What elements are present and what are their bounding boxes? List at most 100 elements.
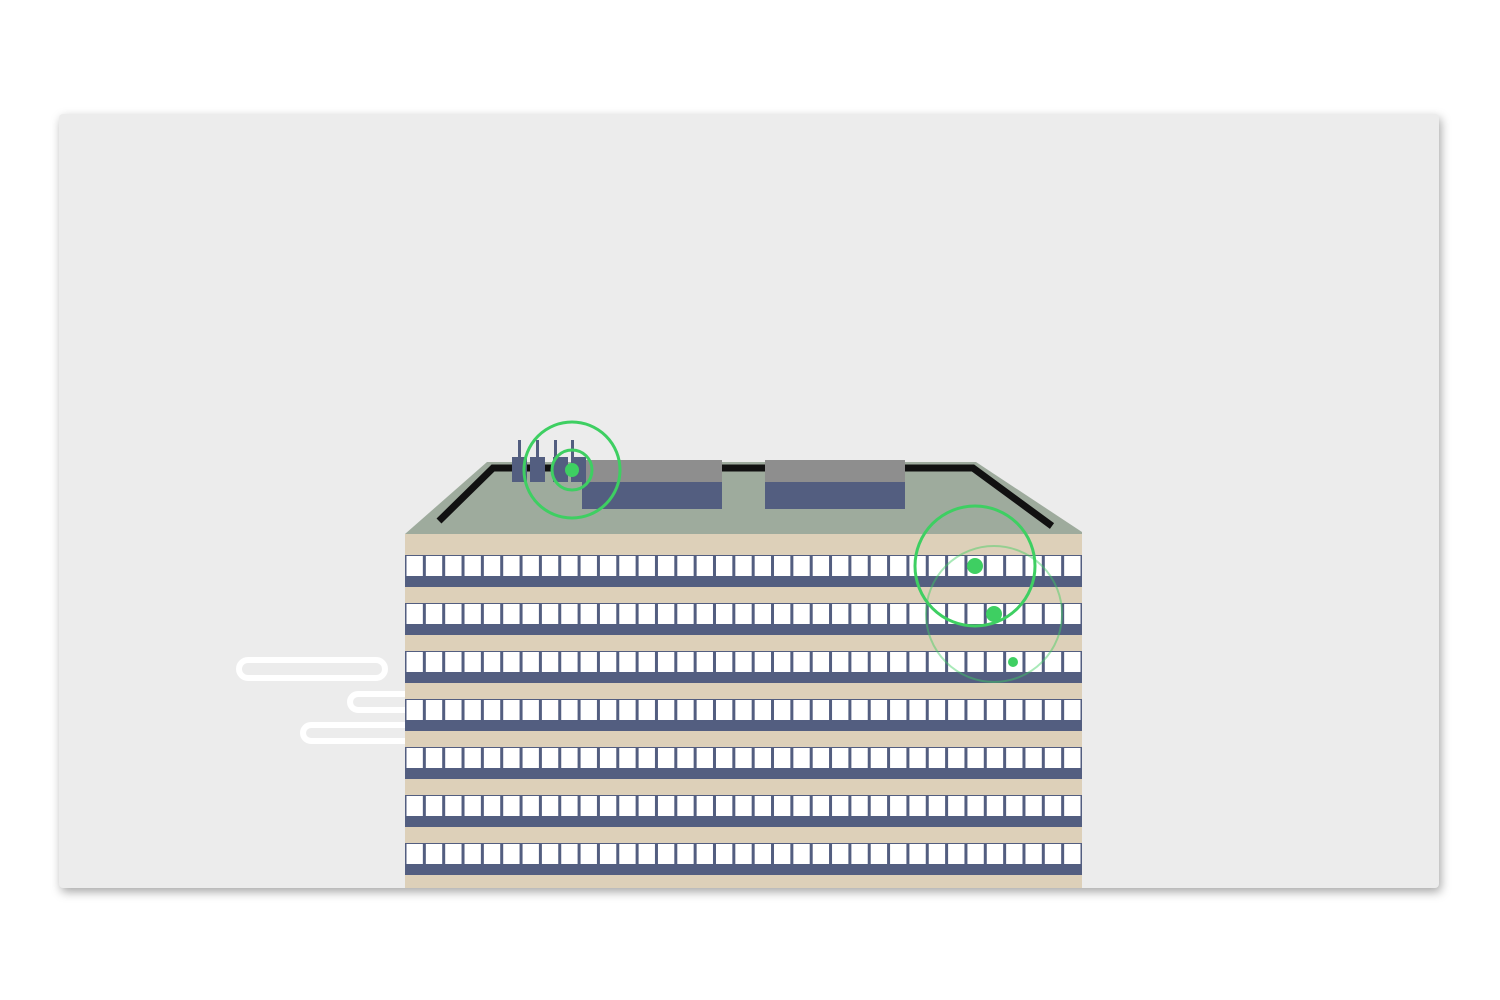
window [483,844,501,864]
window [774,748,791,768]
window [657,748,675,768]
window [715,604,733,624]
window [696,748,713,768]
window [832,700,849,720]
window [1044,652,1062,672]
window [890,700,907,720]
window [832,748,849,768]
window [774,604,791,624]
window [657,604,675,624]
window [793,844,810,864]
window [619,604,636,624]
window [735,700,752,720]
window [754,652,772,672]
window [619,748,636,768]
window [619,844,636,864]
window [870,604,888,624]
window [599,652,617,672]
window [1025,652,1042,672]
window [1006,796,1023,816]
floor-band [405,817,1082,827]
window [1006,748,1023,768]
window [754,796,772,816]
window [870,652,888,672]
window [1025,844,1042,864]
window [948,604,965,624]
window [541,652,559,672]
window [522,604,539,624]
window [445,796,462,816]
window [677,556,694,576]
window [909,604,926,624]
window [948,652,965,672]
window [870,844,888,864]
window [774,652,791,672]
window [503,652,520,672]
window [793,748,810,768]
floor-row [405,795,1082,827]
window [406,700,423,720]
window [967,796,984,816]
window [986,652,1004,672]
window [677,748,694,768]
window [541,796,559,816]
building-facade [405,534,1082,888]
floor-row [405,843,1082,875]
window [715,652,733,672]
window [541,844,559,864]
window [754,556,772,576]
wireless-signals [522,420,1063,683]
window [580,604,597,624]
window [445,652,462,672]
window [735,604,752,624]
window [890,796,907,816]
window [619,700,636,720]
window [735,556,752,576]
window [832,604,849,624]
window [522,652,539,672]
window [677,604,694,624]
window [851,604,868,624]
floor-band [405,769,1082,779]
window [793,652,810,672]
window [754,700,772,720]
building-roof [405,440,1082,534]
window [793,556,810,576]
window [464,700,481,720]
window [967,844,984,864]
window [909,748,926,768]
window [793,604,810,624]
window [832,556,849,576]
window [561,556,578,576]
motion-line-top [236,657,388,681]
window [851,748,868,768]
building-illustration [236,420,1082,888]
window [483,604,501,624]
window [657,700,675,720]
window [986,700,1004,720]
window [1006,556,1023,576]
window [503,604,520,624]
window [793,796,810,816]
window [580,700,597,720]
window [696,796,713,816]
window [425,556,443,576]
window [851,700,868,720]
window [1006,700,1023,720]
window [967,604,984,624]
window [948,556,965,576]
window [870,748,888,768]
window [890,844,907,864]
window [909,556,926,576]
window [406,796,423,816]
window [599,844,617,864]
rooftop-unit-right [765,460,905,509]
window [812,556,830,576]
window [909,652,926,672]
window [425,796,443,816]
window [619,652,636,672]
window [541,604,559,624]
window [599,748,617,768]
window [599,700,617,720]
window [522,556,539,576]
